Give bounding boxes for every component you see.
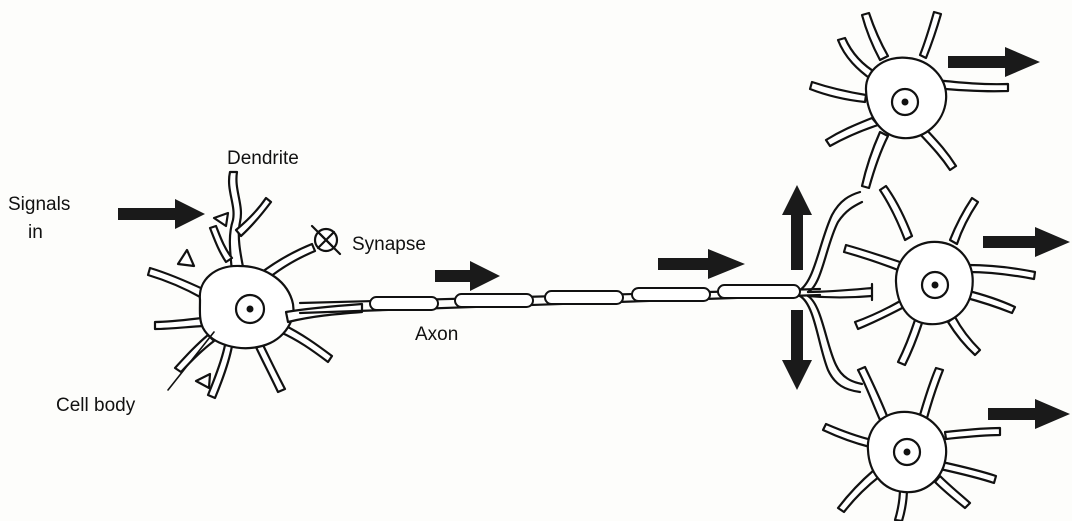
dendrite-branch-left <box>210 226 232 262</box>
label-axon: Axon <box>415 324 458 345</box>
myelin-sheath-2 <box>455 294 533 307</box>
branch-up-arrow <box>782 185 812 270</box>
output-arrow-top <box>948 47 1040 77</box>
nucleolus <box>247 306 254 313</box>
synaptic-terminal-1 <box>214 213 228 226</box>
label-signals-in-1: Signals <box>8 194 70 215</box>
axon-arrow-1 <box>435 261 500 291</box>
myelin-sheath-4 <box>632 288 710 301</box>
label-synapse: Synapse <box>352 234 426 255</box>
myelin-sheath-5 <box>718 285 800 298</box>
axon <box>300 285 820 313</box>
output-arrow-middle <box>983 227 1070 257</box>
target-neuron-top <box>810 12 1008 188</box>
dendrite-bottom-2 <box>255 343 285 392</box>
target-neuron-middle <box>844 186 1035 365</box>
dendrite-bottom-1 <box>208 345 232 398</box>
dendrite-right-lower <box>280 325 332 362</box>
label-signals-in-2: in <box>28 222 43 243</box>
dendrite-left-1 <box>148 268 205 298</box>
branch-down-arrow <box>782 310 812 390</box>
synaptic-terminal-3 <box>196 374 210 388</box>
dendrite-left-2 <box>155 318 203 329</box>
myelin-sheath-3 <box>545 291 623 304</box>
axon-arrow-2 <box>658 249 745 279</box>
label-dendrite: Dendrite <box>227 148 299 169</box>
signals-in-arrow <box>118 199 205 229</box>
myelin-sheath-1 <box>370 297 438 310</box>
synapse-terminal <box>312 226 340 254</box>
synaptic-terminal-2 <box>178 250 194 266</box>
label-cell-body: Cell body <box>56 395 136 416</box>
output-arrow-bottom <box>988 399 1070 429</box>
